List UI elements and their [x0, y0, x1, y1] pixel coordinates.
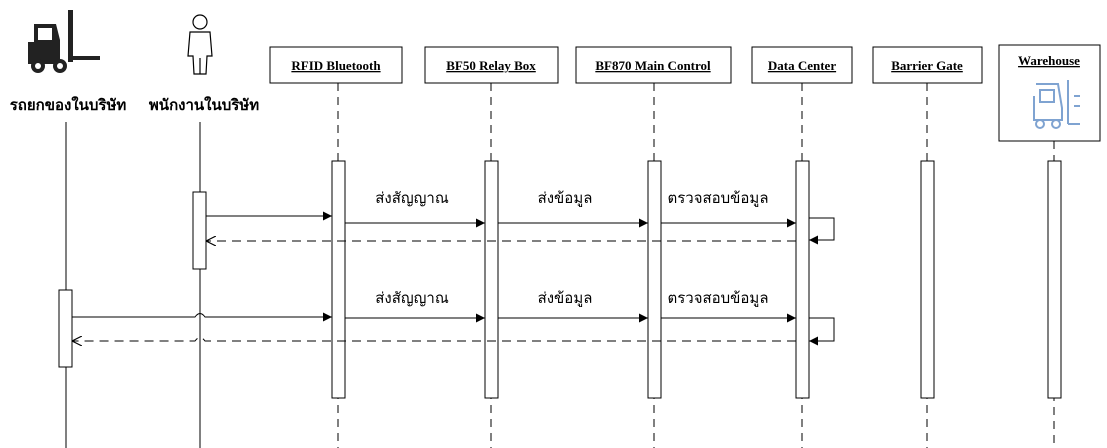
msg-label-check-data-1: ตรวจสอบข้อมูล	[667, 190, 768, 207]
person-icon	[187, 14, 213, 75]
msg-datacenter-self-check	[809, 217, 835, 245]
activation-employee	[192, 191, 207, 270]
object-rfid: RFID Bluetooth	[269, 46, 403, 84]
activations	[58, 160, 1062, 399]
object-relay: BF50 Relay Box	[424, 46, 559, 84]
activation-relay	[484, 160, 499, 399]
msg-datacenter-self-check-2	[809, 317, 835, 346]
messages-flow-2	[72, 312, 835, 346]
msg-return-to-forklift	[72, 338, 796, 342]
object-barrier-gate: Barrier Gate	[872, 46, 983, 84]
activation-warehouse	[1047, 160, 1062, 399]
object-relay-label: BF50 Relay Box	[446, 58, 536, 73]
object-data-center-label: Data Center	[768, 58, 836, 73]
msg-label-send-data-1: ส่งข้อมูล	[538, 190, 593, 207]
object-main-control: BF870 Main Control	[575, 46, 732, 84]
activation-main-control	[647, 160, 662, 399]
object-rfid-label: RFID Bluetooth	[291, 58, 381, 73]
activation-forklift	[58, 289, 73, 368]
msg-forklift-to-rfid	[72, 312, 332, 322]
actor-forklift-label: รถยกของในบริษัท	[10, 96, 127, 114]
warehouse-forklift-icon	[1033, 80, 1080, 129]
forklift-icon	[28, 10, 100, 73]
object-warehouse: Warehouse	[998, 44, 1101, 142]
actor-employee-label: พนักงานในบริษัท	[149, 96, 259, 114]
object-warehouse-label: Warehouse	[1018, 53, 1080, 68]
object-barrier-gate-label: Barrier Gate	[891, 58, 963, 73]
object-main-control-label: BF870 Main Control	[595, 58, 711, 73]
msg-label-send-signal-2: ส่งสัญญาณ	[375, 291, 449, 307]
messages-flow-1	[206, 211, 835, 245]
activation-barrier-gate	[920, 160, 935, 399]
msg-label-send-data-2: ส่งข้อมูล	[538, 290, 593, 307]
activation-data-center	[795, 160, 810, 399]
lifelines	[65, 83, 1055, 448]
msg-label-check-data-2: ตรวจสอบข้อมูล	[667, 290, 768, 307]
activation-rfid	[331, 160, 346, 399]
object-data-center: Data Center	[751, 46, 853, 84]
msg-label-send-signal-1: ส่งสัญญาณ	[375, 191, 449, 207]
